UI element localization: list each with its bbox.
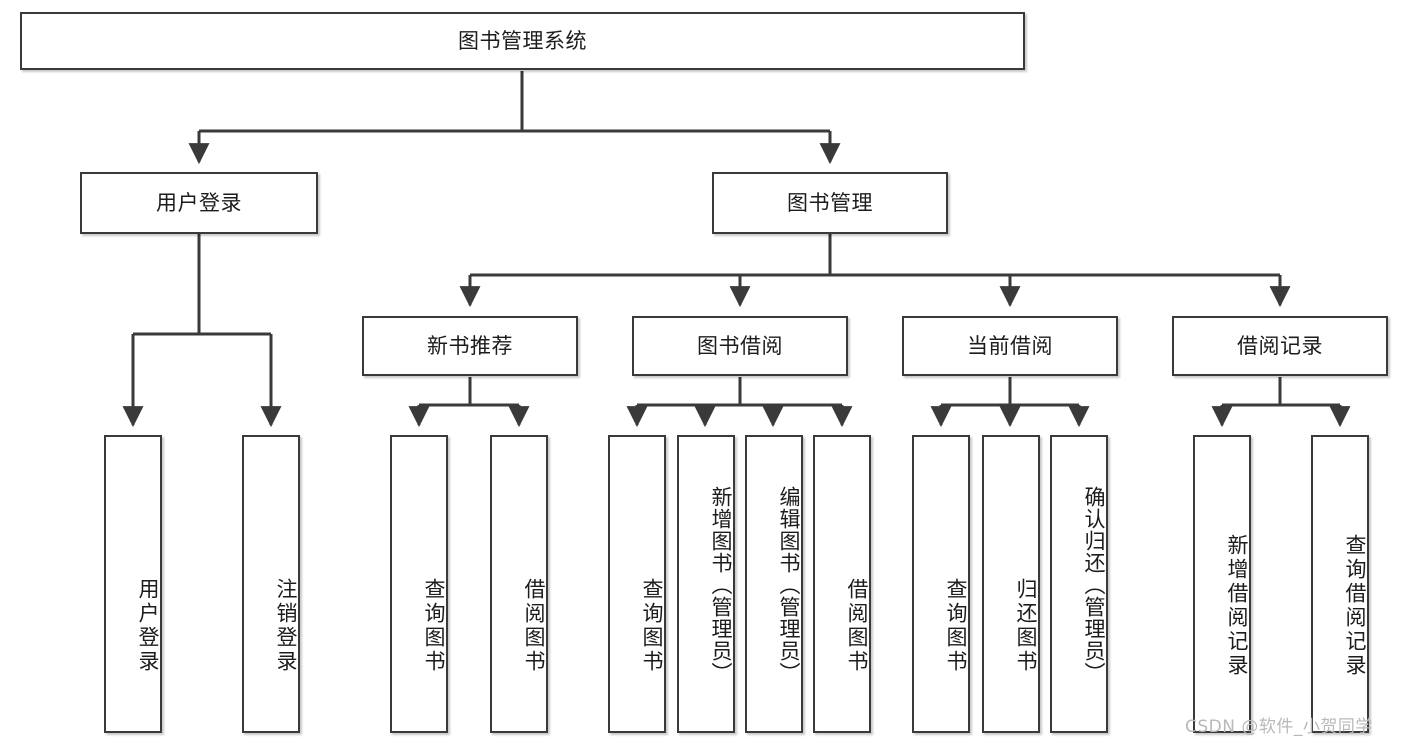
node-label: 查询图书 — [422, 578, 446, 674]
node-user-login[interactable]: 用户登录 — [80, 172, 318, 234]
node-label: 归还图书 — [1014, 578, 1038, 674]
node-label: 新书推荐 — [427, 333, 513, 358]
node-label: 查询借阅记录 — [1343, 534, 1367, 678]
node-label: 查询图书 — [640, 578, 664, 674]
leaf-query-book-1[interactable]: 查询图书 — [390, 435, 448, 733]
leaf-borrow-book-2[interactable]: 借阅图书 — [813, 435, 871, 733]
node-label: 当前借阅 — [967, 333, 1053, 358]
node-label: 用户登录 — [136, 578, 160, 674]
csdn-watermark: CSDN @软件_小贺同学 — [1185, 717, 1373, 737]
node-label: 用户登录 — [156, 190, 242, 215]
leaf-edit-book[interactable]: 编辑图书（管理员） — [745, 435, 803, 733]
leaf-query-book-3[interactable]: 查询图书 — [912, 435, 970, 733]
leaf-query-book-2[interactable]: 查询图书 — [608, 435, 666, 733]
node-label: 图书管理 — [787, 190, 873, 215]
node-label: 新增借阅记录 — [1225, 534, 1249, 678]
node-label: 新增图书（管理员） — [709, 486, 733, 684]
node-label: 编辑图书（管理员） — [777, 486, 801, 684]
leaf-user-login[interactable]: 用户登录 — [104, 435, 162, 733]
node-label: 借阅图书 — [522, 578, 546, 674]
leaf-logout[interactable]: 注销登录 — [242, 435, 300, 733]
node-borrow-record[interactable]: 借阅记录 — [1172, 316, 1388, 376]
leaf-borrow-book-1[interactable]: 借阅图书 — [490, 435, 548, 733]
leaf-add-book[interactable]: 新增图书（管理员） — [677, 435, 735, 733]
node-root[interactable]: 图书管理系统 — [20, 12, 1025, 70]
node-book-management[interactable]: 图书管理 — [712, 172, 948, 234]
node-label: 注销登录 — [274, 578, 298, 674]
leaf-return-book[interactable]: 归还图书 — [982, 435, 1040, 733]
node-current-borrow[interactable]: 当前借阅 — [902, 316, 1118, 376]
leaf-add-record[interactable]: 新增借阅记录 — [1193, 435, 1251, 733]
leaf-confirm-return[interactable]: 确认归还（管理员） — [1050, 435, 1108, 733]
node-label: 图书管理系统 — [458, 28, 587, 53]
node-label: 借阅图书 — [845, 578, 869, 674]
node-label: 确认归还（管理员） — [1082, 486, 1106, 684]
node-label: 图书借阅 — [697, 333, 783, 358]
node-label: 查询图书 — [944, 578, 968, 674]
node-label: 借阅记录 — [1237, 333, 1323, 358]
node-book-borrow[interactable]: 图书借阅 — [632, 316, 848, 376]
node-new-book-recommend[interactable]: 新书推荐 — [362, 316, 578, 376]
leaf-query-record[interactable]: 查询借阅记录 — [1311, 435, 1369, 733]
